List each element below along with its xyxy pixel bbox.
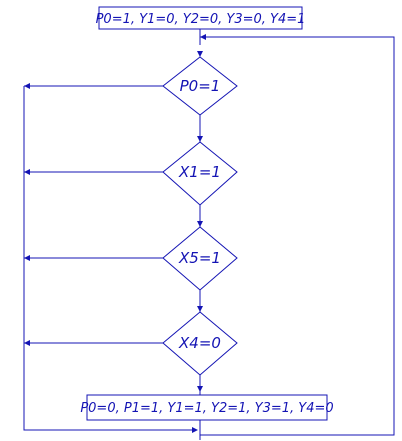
decision-cond2 [162, 141, 238, 206]
branch-arrow-cond3 [24, 255, 30, 261]
decision-cond3 [162, 226, 238, 291]
branch-arrow-cond4 [24, 340, 30, 346]
arrow-into-cond2 [197, 136, 203, 142]
decision-cond1-label: P0=1 [180, 77, 221, 95]
decision-cond4-label: X4=0 [178, 334, 221, 352]
end-block [86, 394, 328, 421]
loop-entry-arrow [200, 34, 206, 40]
arrow-into-cond3 [197, 221, 203, 227]
arrow-into-cond4 [197, 306, 203, 312]
arrow-into-end [197, 386, 203, 392]
start-block-label: P0=1, Y1=0, Y2=0, Y3=0, Y4=1 [96, 12, 306, 27]
decision-cond4 [162, 311, 238, 376]
branch-arrow-cond2 [24, 169, 30, 175]
branch-arrow-cond1 [24, 83, 30, 89]
arrow-into-cond1 [197, 51, 203, 57]
decision-cond3-label: X5=1 [178, 249, 221, 267]
decision-cond1 [162, 56, 238, 116]
bus-exit-arrow [192, 427, 198, 433]
end-block-label: P0=0, P1=1, Y1=1, Y2=1, Y3=1, Y4=0 [80, 401, 333, 416]
left-bus-line [23, 86, 195, 431]
loop-back-line [200, 36, 395, 436]
decision-cond2-label: X1=1 [178, 163, 221, 181]
